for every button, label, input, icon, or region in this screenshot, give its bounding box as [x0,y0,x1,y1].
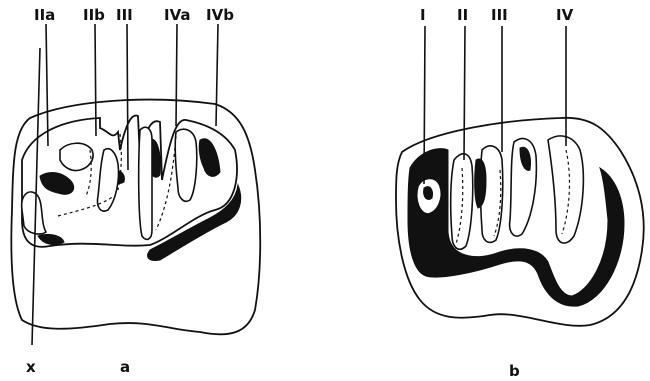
label-IIb: IIb [83,6,105,24]
label-III-a: III [116,6,133,24]
leader-IIb [95,24,96,136]
tooth-b-dark-spot-3 [424,187,433,200]
tooth-a-loop-1 [22,192,46,234]
tooth-a-dark-area-4 [199,139,220,177]
tooth-a-dark-area-3 [38,234,64,244]
label-IIa: IIa [34,6,55,24]
tooth-b-fold-5 [548,136,583,243]
leader-IIa [46,24,48,146]
tooth-a-loop-3 [175,129,197,201]
tooth-a-loop-2 [60,143,93,170]
caption-b: b [509,362,520,380]
caption-a: a [120,358,130,376]
label-x: x [26,358,36,376]
tooth-a-drawing: IIa IIb III IVa IVb x a [11,6,260,376]
label-I: I [420,6,426,24]
tooth-a-loop-4 [139,127,152,239]
leader-II [464,26,465,160]
leader-III-a [127,24,128,170]
label-IVb: IVb [206,6,234,24]
label-IV: IV [556,6,574,24]
tooth-a-dark-area-1 [148,185,241,261]
tooth-a-dark-area-2 [40,173,74,195]
leader-IVb [216,24,218,126]
tooth-a-loop-5 [97,149,118,211]
label-III-b: III [491,6,508,24]
label-II: II [457,6,468,24]
leader-I [424,26,425,184]
tooth-b-drawing: I II III IV b [396,6,644,380]
label-IVa: IVa [164,6,191,24]
leader-IVa [176,24,177,126]
